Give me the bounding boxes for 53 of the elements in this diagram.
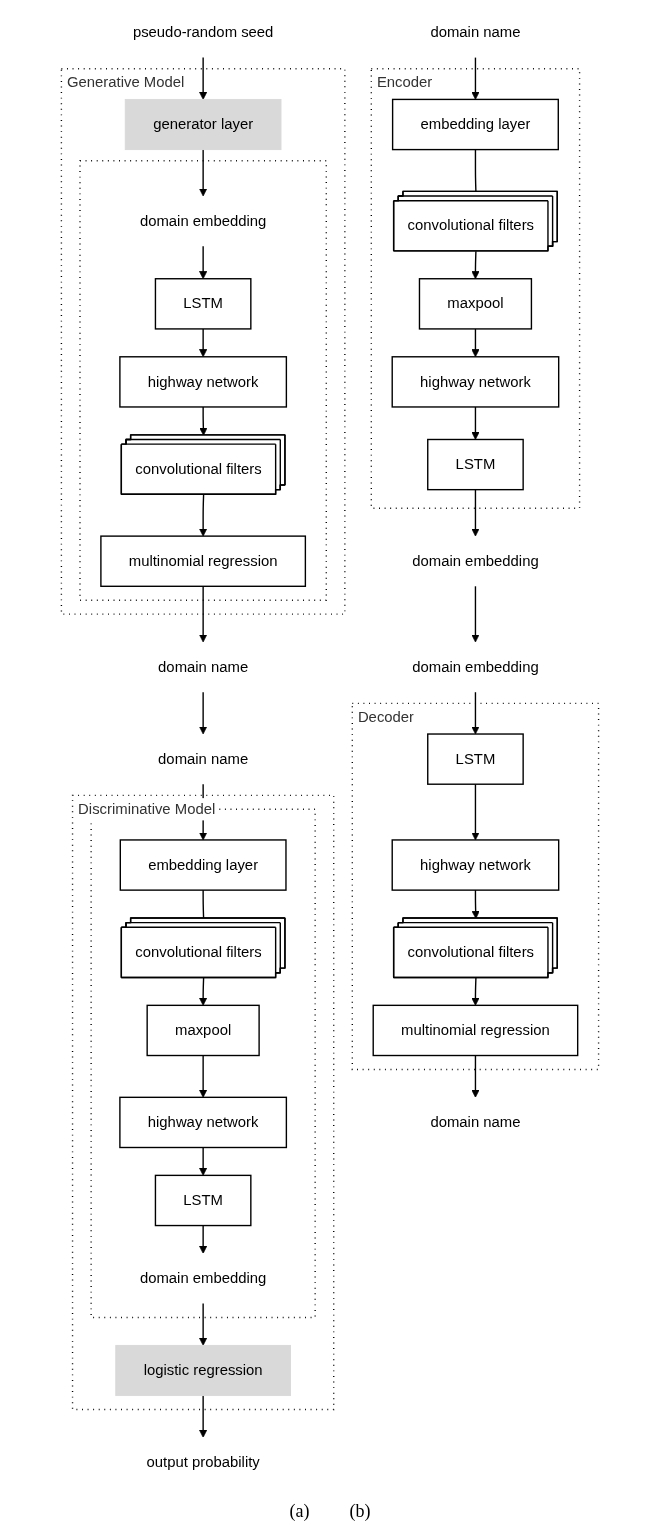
node-box: maxpool	[146, 1004, 260, 1057]
node-text: domain name	[158, 750, 249, 767]
arrow	[471, 691, 480, 735]
arrow	[471, 488, 480, 537]
arrow	[199, 148, 208, 197]
arrow	[199, 56, 208, 100]
node-text: output probability	[146, 1454, 260, 1470]
node-box: embedding layer	[119, 839, 287, 891]
arrow	[199, 1224, 208, 1254]
arrow	[471, 977, 480, 1006]
node-box: LSTM	[154, 278, 252, 330]
panel-label: (b)	[349, 1501, 371, 1522]
arrow	[471, 889, 480, 919]
arrow	[199, 691, 208, 735]
node-text: domain name	[158, 658, 249, 675]
node-text: domain name	[430, 24, 521, 40]
arrow	[199, 494, 208, 537]
arrow	[471, 783, 480, 841]
node-box: logistic regression	[115, 1344, 291, 1397]
arrow	[199, 1054, 208, 1098]
node-box: LSTM	[427, 438, 524, 491]
arrow	[199, 245, 208, 280]
panel-label: (a)	[289, 1501, 310, 1522]
node-box: LSTM	[427, 733, 524, 785]
node-box: highway network	[119, 356, 288, 408]
node-box: maxpool	[418, 278, 533, 330]
node-box: multinomial regression	[372, 1004, 579, 1057]
node-box: embedding layer	[391, 98, 559, 151]
node-box: highway network	[391, 839, 560, 891]
arrow	[471, 585, 480, 643]
node-box: multinomial regression	[100, 535, 307, 587]
arrow	[471, 250, 480, 280]
node-box: highway network	[119, 1096, 288, 1149]
node-text: domain embedding	[139, 1270, 267, 1286]
node-text: domain embedding	[139, 212, 267, 229]
node-text: domain embedding	[412, 552, 539, 569]
arrow	[199, 585, 208, 643]
node-box: highway network	[391, 356, 560, 408]
arrow	[471, 1054, 480, 1098]
arrow	[471, 56, 480, 100]
cluster	[79, 160, 327, 601]
arrow	[199, 1394, 208, 1438]
node-box: LSTM	[154, 1174, 252, 1227]
node-text: pseudo-random seed	[132, 24, 274, 40]
arrow	[199, 1146, 208, 1176]
arrow	[471, 328, 480, 358]
arrow	[199, 977, 208, 1006]
arrow	[199, 328, 208, 358]
node-text: domain embedding	[412, 658, 539, 675]
arrow	[471, 406, 480, 440]
node-text: domain name	[430, 1114, 521, 1130]
arrow	[199, 1302, 208, 1346]
node-box: generator layer	[124, 98, 282, 151]
